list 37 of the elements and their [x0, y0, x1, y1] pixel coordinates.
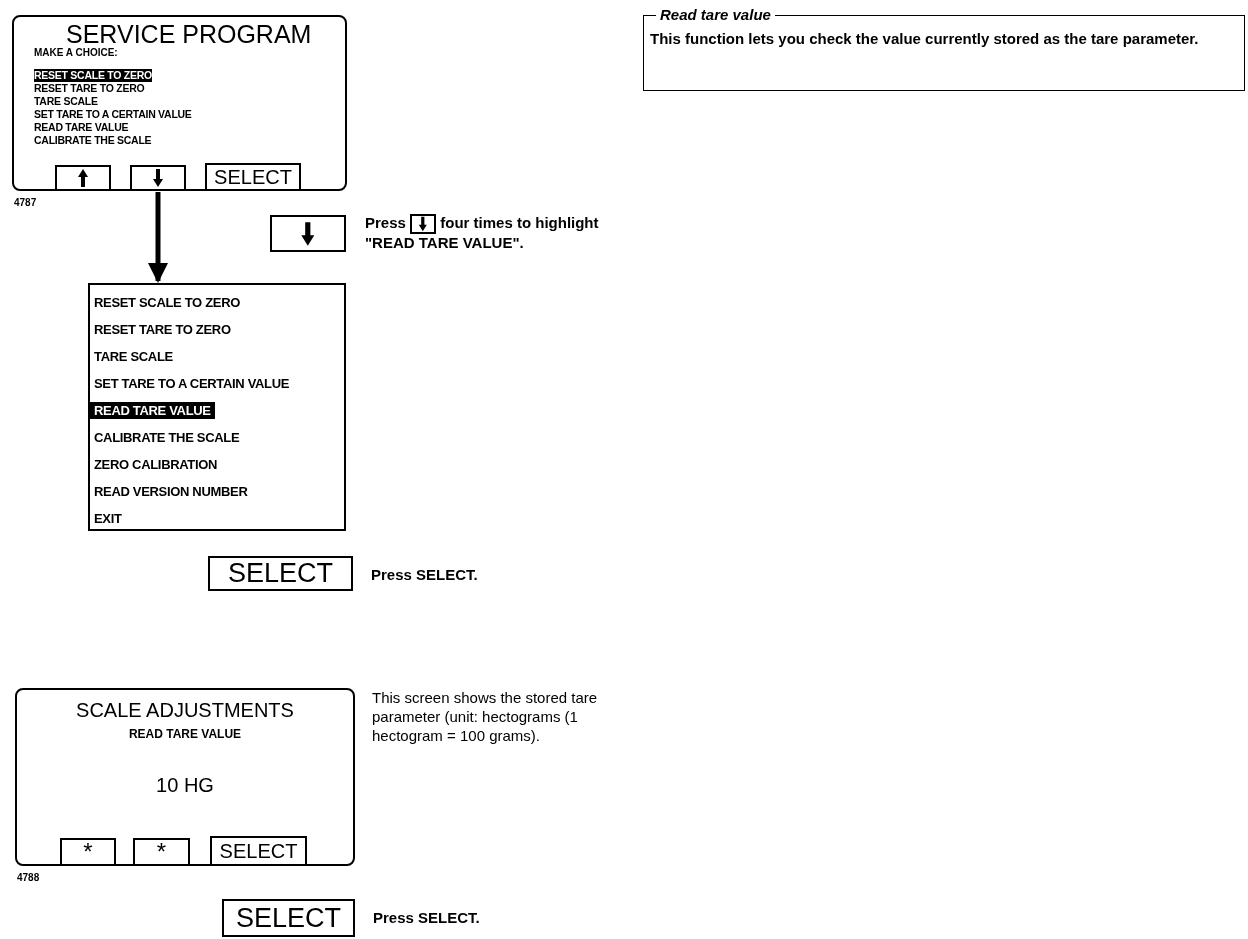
tare-value: 10 HG	[156, 773, 214, 798]
menu-list	[88, 283, 346, 531]
menu-item: CALIBRATE THE SCALE	[34, 134, 153, 147]
instruction-text: Press SELECT.	[371, 565, 478, 585]
arrow-key	[270, 215, 346, 252]
screen-title: SCALE ADJUSTMENTS	[76, 698, 294, 722]
menu-item: TARE SCALE	[93, 348, 174, 365]
highlighted-menu-item: RESET SCALE TO ZERO	[34, 69, 152, 82]
menu-item: RESET TARE TO ZERO	[34, 82, 146, 95]
menu-item: READ VERSION NUMBER	[93, 483, 249, 500]
menu-item: RESET SCALE TO ZERO	[93, 294, 241, 311]
select-key: *	[133, 838, 190, 866]
highlighted-menu-item: READ TARE VALUE	[90, 402, 215, 419]
menu-item: SET TARE TO A CERTAIN VALUE	[93, 375, 291, 392]
select-key: SELECT	[210, 836, 307, 866]
select-key: SELECT	[205, 163, 301, 191]
figure-number: 4787	[14, 196, 37, 210]
screen-prompt: MAKE A CHOICE:	[34, 47, 119, 59]
screen-subtitle: READ TARE VALUE	[128, 726, 242, 742]
description-text: This screen shows the stored tare parameter (unit: hectograms (1 hectogram = 100 grams).	[372, 688, 599, 745]
figure-number: 4788	[17, 871, 40, 885]
arrow	[148, 192, 168, 283]
menu-item: EXIT	[93, 510, 123, 527]
menu-item: SET TARE TO A CERTAIN VALUE	[34, 108, 193, 121]
panel-text: This function lets you check the value currently stored as the tare parameter.	[650, 29, 1200, 49]
menu-item: CALIBRATE THE SCALE	[93, 429, 241, 446]
menu-item: ZERO CALIBRATION	[93, 456, 219, 473]
menu-item: READ TARE VALUE	[34, 121, 130, 134]
instruction-text: Press SELECT.	[373, 908, 480, 928]
arrow-key	[55, 165, 111, 191]
select-key: *	[60, 838, 116, 866]
panel-heading: Read tare value	[659, 5, 772, 25]
instruction-text: Press four times to highlight "READ TARE VALUE".	[365, 214, 600, 253]
arrow-key	[130, 165, 186, 191]
menu-item: RESET TARE TO ZERO	[93, 321, 232, 338]
menu-item: TARE SCALE	[34, 95, 99, 108]
screen-title: SERVICE PROGRAM	[65, 21, 313, 47]
